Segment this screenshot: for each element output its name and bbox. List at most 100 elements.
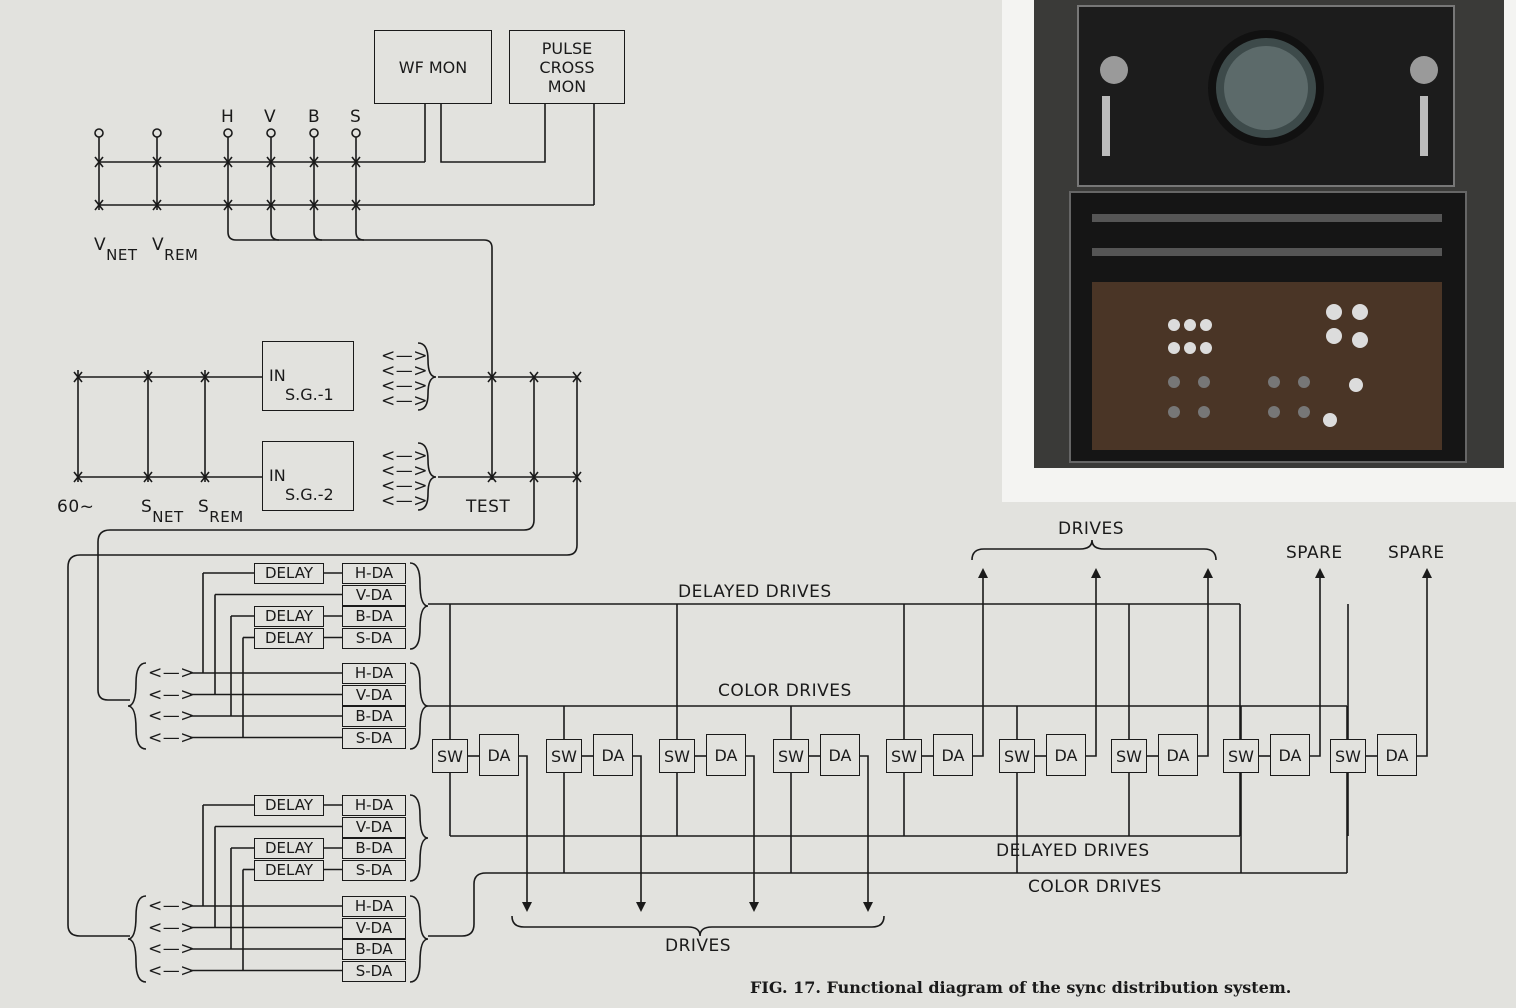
da-g1-upper-1-text: V-DA <box>356 586 392 605</box>
srem-main: S <box>198 497 209 517</box>
input-b-label: B <box>308 107 320 127</box>
da-box-6: DA <box>1158 734 1198 776</box>
input-h-label: H <box>221 107 234 127</box>
snet-main: S <box>141 497 152 517</box>
arrow-g2-upper-2: <—> <box>148 939 195 959</box>
sw-box-7: SW <box>1223 739 1259 773</box>
delay-g2-3-text: DELAY <box>265 861 313 880</box>
da-g1-lower-2-text: B-DA <box>355 707 392 726</box>
da-g1-lower-0: H-DA <box>342 663 406 684</box>
arrow-g2-upper-1: <—> <box>148 918 195 938</box>
da-box-5-text: DA <box>1055 746 1078 765</box>
sg2-in-label: IN <box>269 466 334 485</box>
da-g2-upper-0-text: H-DA <box>355 796 393 815</box>
da-box-1-text: DA <box>602 746 625 765</box>
arrow-g1-upper-0: <—> <box>148 663 195 683</box>
vrem-sub: REM <box>164 246 198 264</box>
arrow-g1-upper-2: <—> <box>148 706 195 726</box>
da-g1-upper-3: S-DA <box>342 628 406 649</box>
da-g1-lower-3: S-DA <box>342 728 406 749</box>
da-box-7-text: DA <box>1279 746 1302 765</box>
sw-box-8-text: SW <box>1335 747 1361 766</box>
delayed-drives-bottom-label: DELAYED DRIVES <box>996 841 1150 861</box>
sg1-in-label: IN <box>269 366 334 385</box>
delay-g1-3-text: DELAY <box>265 629 313 648</box>
pulse-cross-mon-box: PULSE CROSS MON <box>509 30 625 104</box>
sg2-box: IN S.G.-2 <box>262 441 354 511</box>
snet-sub: NET <box>152 508 183 526</box>
da-box-4: DA <box>933 734 973 776</box>
da-box-0: DA <box>479 734 519 776</box>
input-terminal-0 <box>95 129 103 137</box>
da-g1-lower-1-text: V-DA <box>356 686 392 705</box>
wf-mon-box: WF MON <box>374 30 492 104</box>
equipment-photo-illustration <box>1034 0 1504 468</box>
delay-g2-2-text: DELAY <box>265 839 313 858</box>
da-box-8: DA <box>1377 734 1417 776</box>
da-box-7: DA <box>1270 734 1310 776</box>
da-g1-upper-2: B-DA <box>342 606 406 627</box>
da-box-2-text: DA <box>715 746 738 765</box>
input-v-label: V <box>264 107 276 127</box>
da-g2-upper-1-text: V-DA <box>356 818 392 837</box>
arrow-g1-upper-3: <—> <box>148 728 195 748</box>
input-terminal-16 <box>310 129 318 137</box>
sw-box-3: SW <box>773 739 809 773</box>
input-s-label: S <box>350 107 361 127</box>
sw-box-3-text: SW <box>778 747 804 766</box>
da-g1-lower-3-text: S-DA <box>356 729 392 748</box>
input-terminal-4 <box>153 129 161 137</box>
da-g2-lower-3-text: S-DA <box>356 962 392 981</box>
da-g2-upper-3: S-DA <box>342 860 406 881</box>
da-box-8-text: DA <box>1386 746 1409 765</box>
sg1-out-arrow-3: <—> <box>381 391 428 411</box>
delay-g1-0-text: DELAY <box>265 564 313 583</box>
da-box-1: DA <box>593 734 633 776</box>
test-label: TEST <box>466 497 510 517</box>
da-box-0-text: DA <box>488 746 511 765</box>
vrem-main: V <box>152 235 164 255</box>
sw-box-1: SW <box>546 739 582 773</box>
vnet-sub: NET <box>106 246 137 264</box>
da-box-4-text: DA <box>942 746 965 765</box>
da-g2-lower-0: H-DA <box>342 896 406 917</box>
da-g2-upper-2-text: B-DA <box>355 839 392 858</box>
drives-bottom-label: DRIVES <box>665 936 731 956</box>
arrow-g2-upper-3: <—> <box>148 961 195 981</box>
vnet-label: VNET <box>94 235 138 255</box>
da-g1-lower-1: V-DA <box>342 685 406 706</box>
delay-g2-0-text: DELAY <box>265 796 313 815</box>
sw-box-5: SW <box>999 739 1035 773</box>
da-g2-lower-3: S-DA <box>342 961 406 982</box>
sw-box-4-text: SW <box>891 747 917 766</box>
delay-g1-0: DELAY <box>254 563 324 584</box>
sg1-box: IN S.G.-1 <box>262 341 354 411</box>
da-box-6-text: DA <box>1167 746 1190 765</box>
da-box-2: DA <box>706 734 746 776</box>
sg2-out-arrow-3: <—> <box>381 491 428 511</box>
drives-top-label: DRIVES <box>1058 519 1124 539</box>
arrow-g2-upper-0: <—> <box>148 896 195 916</box>
input-terminal-12 <box>267 129 275 137</box>
color-drives-top-label: COLOR DRIVES <box>718 681 852 701</box>
pulse-cross-mon-label: PULSE CROSS MON <box>539 39 594 96</box>
sg2-name-label: S.G.-2 <box>269 485 334 504</box>
da-g2-upper-1: V-DA <box>342 817 406 838</box>
color-drives-bottom-label: COLOR DRIVES <box>1028 877 1162 897</box>
delayed-drives-top-label: DELAYED DRIVES <box>678 582 832 602</box>
da-g1-upper-0-text: H-DA <box>355 564 393 583</box>
da-g2-upper-0: H-DA <box>342 795 406 816</box>
da-g2-lower-1-text: V-DA <box>356 919 392 938</box>
snet-label: SNET <box>141 497 184 517</box>
sw-box-4: SW <box>886 739 922 773</box>
da-g2-lower-1: V-DA <box>342 918 406 939</box>
delay-g1-2-text: DELAY <box>265 607 313 626</box>
da-box-3-text: DA <box>829 746 852 765</box>
sw-box-0: SW <box>432 739 468 773</box>
sw-box-6-text: SW <box>1116 747 1142 766</box>
sw-box-1-text: SW <box>551 747 577 766</box>
arrow-g1-upper-1: <—> <box>148 685 195 705</box>
sw-box-7-text: SW <box>1228 747 1254 766</box>
delay-g2-2: DELAY <box>254 838 324 859</box>
